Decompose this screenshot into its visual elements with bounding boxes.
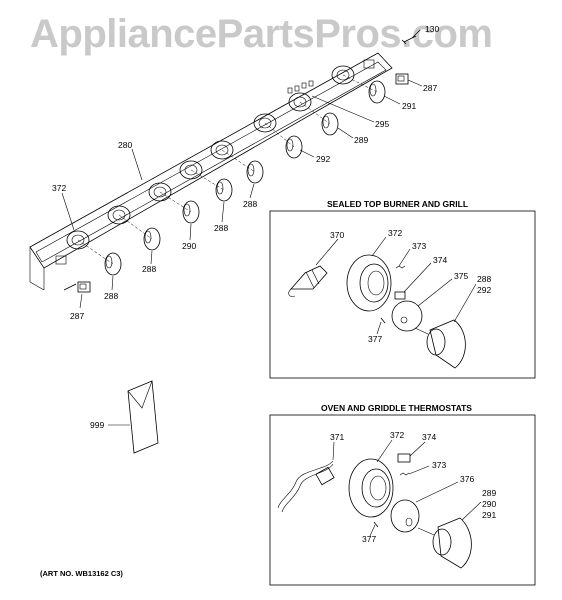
knob-290 [182,200,200,224]
switch-287-left [77,281,91,293]
alignment-lines [77,74,378,265]
art-number: (ART NO. WB13162 C3) [40,569,123,578]
oven-callout-290: 290 [482,499,496,509]
callout-289: 289 [354,135,368,145]
oven-section-title: OVEN AND GRIDDLE THERMOSTATS [321,403,472,413]
sealed-callout-373: 373 [412,241,426,251]
callout-288-a: 288 [243,199,257,209]
sealed-callout-375: 375 [454,271,468,281]
callout-291: 291 [402,101,416,111]
switch-287-right [395,73,409,85]
callout-288-d: 288 [104,291,118,301]
oven-callout-372: 372 [390,430,404,440]
knob-288-left [143,227,161,251]
knob-292 [285,135,303,159]
sealed-callout-288: 288 [477,274,491,284]
control-panel [29,52,393,291]
sealed-section-box [269,210,536,379]
sealed-section-title: SEALED TOP BURNER AND GRILL [327,199,468,209]
screw-130 [401,35,417,45]
callout-372-main: 372 [52,183,66,193]
oven-callout-289: 289 [482,488,496,498]
literature-999 [108,380,159,454]
callout-295: 295 [375,119,389,129]
leader-lines-main [61,29,423,309]
oven-callout-377: 377 [362,534,376,544]
sealed-burner-parts [288,254,466,369]
sealed-callout-372: 372 [388,228,402,238]
oven-callout-371: 371 [330,432,344,442]
knob-288-bottom-left [104,252,122,276]
knob-288-mid2 [246,160,264,184]
knob-288-mid [215,178,233,202]
oven-section-box [269,414,536,586]
panel-knob-openings [66,65,355,250]
sealed-callout-374: 374 [433,255,447,265]
oven-callout-376: 376 [460,474,474,484]
oven-thermostat-parts [277,453,472,569]
knob-291 [368,80,386,104]
callout-288-c: 288 [142,264,156,274]
oven-callout-291: 291 [482,510,496,520]
callout-288-b: 288 [214,223,228,233]
knob-289 [321,112,339,136]
clips-295 [287,80,314,94]
callout-130: 130 [425,24,439,34]
callout-999: 999 [90,420,104,430]
sealed-callout-370: 370 [330,230,344,240]
knobs-row [104,80,386,276]
sealed-leader-lines [315,236,477,335]
callout-292: 292 [316,154,330,164]
callout-280: 280 [118,140,132,150]
sealed-callout-292: 292 [477,285,491,295]
screw-left [63,283,77,291]
sealed-callout-377: 377 [368,334,382,344]
oven-leader-lines [332,439,482,537]
callout-290: 290 [182,241,196,251]
oven-callout-373: 373 [432,460,446,470]
oven-callout-374: 374 [422,432,436,442]
callout-287-right: 287 [423,83,437,93]
callout-287-left: 287 [70,311,84,321]
